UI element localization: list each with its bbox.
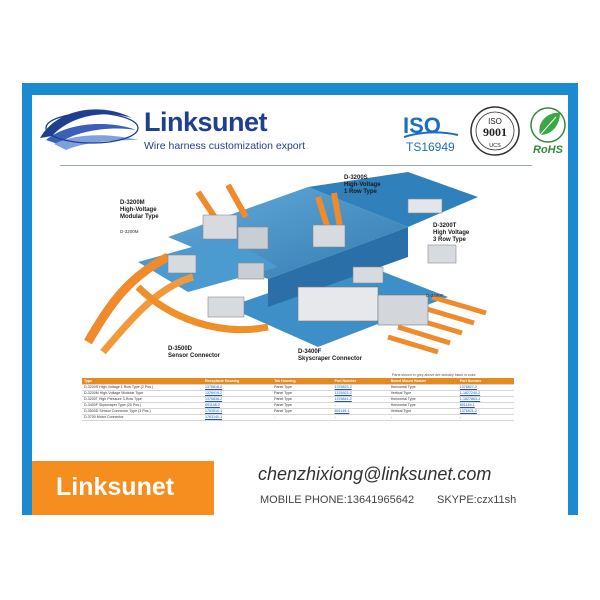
part-link[interactable]: 1763140-1 xyxy=(202,414,273,421)
table-row: D-3700 Motor Connector 1763140-1 - - - - xyxy=(82,414,514,421)
contact-footer: Linksunet chenzhixiong@linksunet.com MOB… xyxy=(32,461,568,515)
label-d3500d: D-3500D xyxy=(168,346,193,352)
iso-9001-top: ISO xyxy=(488,117,502,126)
table-cell: D-3400F Skyscraper Type (20 Pos.) xyxy=(82,402,203,409)
part-link[interactable]: 1376921-2 xyxy=(457,408,514,415)
table-cell: D-3200T High Pressure 3-Row Type xyxy=(82,396,203,403)
part-link[interactable]: 1376823-2 xyxy=(332,384,389,391)
label-d3200t-sub1: High Voltage xyxy=(433,230,470,236)
table-cell: D-3700 Motor Connector xyxy=(82,414,203,421)
rohs-label: RoHS xyxy=(533,144,564,156)
connector-illustration: D-3200M High-Voltage Modular Type D-3200… xyxy=(84,172,487,362)
table-cell: D-3200M High-Voltage Modular Type xyxy=(82,390,203,397)
table-row: D-3500D Sensor Connector Type (3 Pos.) 1… xyxy=(82,408,514,415)
table-cell: Horizontal Type xyxy=(388,384,458,391)
part-link[interactable]: 891149-1 xyxy=(332,408,389,415)
table-header: Type xyxy=(82,378,203,385)
table-cell: - xyxy=(332,402,389,409)
color-note: Parts shown in grey above are actually b… xyxy=(392,373,476,377)
table-cell: - xyxy=(332,414,389,421)
table-header-row: Type Receptacle Housing Tab Housing Part… xyxy=(82,378,514,385)
table-cell: Panel Type xyxy=(272,390,333,397)
iso-ts-mark: ISO xyxy=(403,113,441,138)
part-link[interactable]: 891149-1 xyxy=(457,402,514,409)
footer-brand-box: Linksunet xyxy=(32,461,214,515)
label-d3400f-top: D-3400F xyxy=(426,293,444,298)
brand-tagline: Wire harness customization export xyxy=(144,140,306,152)
iso-9001-bottom: UCS xyxy=(489,143,501,149)
table-cell: - xyxy=(388,414,458,421)
iso-ts-sub: TS16949 xyxy=(406,140,455,154)
label-d3200t: D-3200T xyxy=(433,223,457,229)
iso-ts16949-icon: ISO TS16949 xyxy=(403,113,459,154)
footer-brand: Linksunet xyxy=(56,473,175,501)
banner-panel: Linksunet Wire harness customization exp… xyxy=(32,95,568,515)
part-link[interactable]: 1763510-1 xyxy=(202,408,273,415)
table-cell: Vertical Type xyxy=(388,408,458,415)
header-divider xyxy=(60,165,532,166)
part-link[interactable]: 1376923-2 xyxy=(332,390,389,397)
table-row: D-3200S High-Voltage 1 Row Type (2 Pos.)… xyxy=(82,384,514,391)
label-d3400f-sub: Skyscraper Connector xyxy=(298,356,363,362)
table-cell: Horizontal Type xyxy=(388,402,458,409)
table-row: D-3200M High-Voltage Modular Type 137691… xyxy=(82,390,514,397)
table-cell: D-3500D Sensor Connector Type (3 Pos.) xyxy=(82,408,203,415)
table-cell: D-3200S High-Voltage 1 Row Type (2 Pos.) xyxy=(82,384,203,391)
label-d3200m-board: D-3200M xyxy=(120,229,139,234)
brand-name: Linksunet xyxy=(144,107,268,137)
part-link[interactable]: 1376827-2 xyxy=(457,384,514,391)
contact-email[interactable]: chenzhixiong@linksunet.com xyxy=(258,464,492,484)
table-header: Tab Housing xyxy=(272,378,333,385)
table-cell: Horizontal Type xyxy=(388,396,458,403)
table-cell: Vertical Type xyxy=(388,390,458,397)
label-d3200m: D-3200M xyxy=(120,200,145,206)
part-number-table: Type Receptacle Housing Tab Housing Part… xyxy=(82,378,514,421)
part-link[interactable]: 891148-2 xyxy=(202,402,273,409)
table-cell: Panel Type xyxy=(272,402,333,409)
table-header: Receptacle Housing xyxy=(202,378,273,385)
table-row: D-3200T High Pressure 3-Row Type 1376838… xyxy=(82,396,514,403)
iso-9001-icon: ISO 9001 UCS xyxy=(470,106,520,156)
label-d3200t-sub2: 3 Row Type xyxy=(433,237,467,243)
part-link[interactable]: 1376838-2 xyxy=(202,396,273,403)
part-link[interactable]: 1-1827240-2 xyxy=(457,390,514,397)
label-d3400f: D-3400F xyxy=(298,349,322,355)
table-cell: Panel Type xyxy=(272,396,333,403)
label-d3200s-sub2: 1 Row Type xyxy=(344,189,378,195)
table-row: D-3400F Skyscraper Type (20 Pos.) 891148… xyxy=(82,402,514,409)
part-link[interactable]: 1376841-2 xyxy=(332,396,389,403)
table-cell: - xyxy=(272,414,333,421)
table-cell: Panel Type xyxy=(272,408,333,415)
table-header: Part Number xyxy=(457,378,514,385)
table-header: Board Mount Header xyxy=(388,378,458,385)
iso-9001-number: 9001 xyxy=(483,125,507,139)
part-link[interactable]: 1-1827863-1 xyxy=(457,396,514,403)
label-d3200s: D-3200S xyxy=(344,175,368,181)
label-d3500d-sub: Sensor Connector xyxy=(168,353,221,359)
table-cell: Panel Type xyxy=(272,384,333,391)
label-d3200m-sub2: Modular Type xyxy=(120,214,159,220)
contact-skype: SKYPE:czx11sh xyxy=(437,494,517,506)
label-d3200s-sub1: High-Voltage xyxy=(344,182,381,188)
table-header: Part Number xyxy=(332,378,389,385)
table-cell: - xyxy=(457,414,514,421)
label-d3200m-sub1: High-Voltage xyxy=(120,207,157,213)
rohs-leaf-icon: RoHS xyxy=(530,107,566,156)
part-link[interactable]: 1376919-2 xyxy=(202,390,273,397)
contact-phone: MOBILE PHONE:13641965642 xyxy=(260,494,415,506)
part-link[interactable]: 1376818-2 xyxy=(202,384,273,391)
linksunet-logo-icon xyxy=(40,109,139,150)
